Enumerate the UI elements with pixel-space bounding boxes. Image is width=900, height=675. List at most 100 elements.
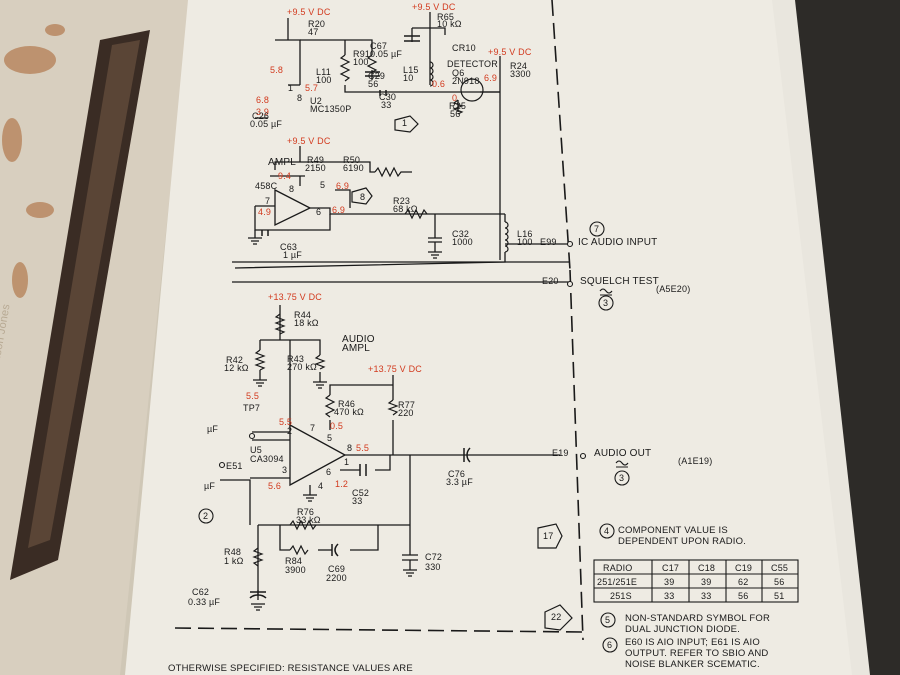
ic-audio-input-label: IC AUDIO INPUT [578,237,658,248]
c32-label: C32 [452,229,470,239]
c67-value: 0.05 µF [370,49,403,59]
note-4-line1: COMPONENT VALUE IS [618,525,728,536]
l15-value: 10 [403,73,414,83]
u5-pin-5: 5 [327,433,333,443]
voltage-1-2: 1.2 [335,479,349,489]
r49-label: R49 [307,155,325,165]
note-5-line1: NON-STANDARD SYMBOL FOR [625,613,770,624]
opamp-pin-6: 6 [316,207,322,217]
capacitor-symbols [249,35,471,599]
u5-pin-4: 4 [318,481,324,491]
ground-symbols [248,237,442,611]
audio-title-line2: AMPL [342,343,371,354]
voltage-6-9-top: 6.9 [484,73,498,83]
table-cell-r1-c4: 51 [774,591,785,601]
r84-label: R84 [285,556,303,566]
tp7-label: TP7 [243,403,261,413]
r77-label: R77 [398,400,416,410]
note-7-number: 7 [594,224,600,234]
r43-label: R43 [287,354,305,364]
note-4-line2: DEPENDENT UPON RADIO. [618,536,747,547]
note-4-number: 4 [604,526,610,536]
table-cell-r0-c2: 39 [701,577,712,587]
c52-value: 33 [352,496,363,506]
r91-value: 100 [353,57,369,67]
note-circles [198,221,630,653]
rust-stains [2,24,65,298]
c72-label: C72 [425,552,443,562]
u5-pin-3: 3 [282,465,288,475]
a5e20-label: (A5E20) [656,284,691,294]
u5-pin-6: 6 [326,467,332,477]
c62-value: 0.33 µF [188,597,221,607]
l16-label: L16 [517,229,533,239]
marker-22: 22 [551,612,562,622]
u-458c-label: 458C [255,181,278,191]
voltage-3-9: 3.9 [256,107,270,117]
c26-value: 0.05 µF [250,119,283,129]
r43-value: 270 kΩ [287,362,317,372]
opamp-pin-7: 7 [265,196,271,206]
note-6-line3: NOISE BLANKER SCEMATIC. [625,659,760,670]
c26-label: C26 [252,111,270,121]
r46-value: 470 kΩ [334,407,364,417]
r44-label: R44 [294,310,312,320]
voltage-6-9-mid-b: 6.9 [332,205,346,215]
l16-value: 100 [517,237,533,247]
note-3a-number: 3 [603,298,609,308]
e19-label: E19 [552,448,569,458]
supply-13v75-b: +13.75 V DC [368,364,422,374]
table-cell-r1-c3: 56 [738,591,749,601]
voltage-5-5-tp7: 5.5 [246,391,260,401]
c69-label: C69 [328,564,346,574]
r20-value: 47 [308,27,319,37]
c76-value: 3.3 µF [446,477,473,487]
c29-label: C29 [368,71,386,81]
note-5-number: 5 [605,615,611,625]
resistor-symbols [252,54,464,567]
c72-value: 330 [425,562,441,572]
u2-label: U2 [310,96,322,106]
supply-label-top-c: +9.5 V DC [488,47,532,57]
e20-label: E20 [542,276,559,286]
q6-value: 2N918 [452,76,480,86]
uf-label-b: µF [204,481,216,491]
table-cell-r1-c0: 251S [610,591,632,601]
voltage-4-9: 4.9 [258,207,272,217]
table-header-radio: RADIO [603,563,633,573]
u5-value: CA3094 [250,454,284,464]
supply-13v75-a: +13.75 V DC [268,292,322,302]
terminal-points [218,240,587,469]
r25-label: R25 [449,101,467,111]
cr10-label: CR10 [452,43,476,53]
table-cell-r1-c1: 33 [664,591,675,601]
supply-label-top-b: +9.5 V DC [412,2,456,12]
c62-label: C62 [192,587,210,597]
inductor-symbols [429,61,509,253]
note-6-line2: OUTPUT. REFER TO SBIO AND [625,648,769,659]
l11-value: 100 [316,75,332,85]
r48-label: R48 [224,547,242,557]
u5-pin-7: 7 [310,423,316,433]
r25-value: 56 [450,109,461,119]
note-6-number: 6 [607,640,613,650]
page-edge-right [770,0,870,675]
uf-label-a: µF [207,424,219,434]
r84-value: 3900 [285,565,306,575]
c63-label: C63 [280,242,298,252]
u5-label: U5 [250,445,262,455]
note-6-line1: E60 IS AIO INPUT; E61 IS AIO [625,637,760,648]
voltage-0-5: 0.5 [330,421,344,431]
table-header-c55: C55 [771,563,789,573]
marker-1: 1 [402,118,408,128]
r24-value: 3300 [510,69,531,79]
u5-pin-8: 8 [347,443,353,453]
coupling-symbols [599,288,629,468]
r91-label: R91 [353,49,371,59]
detector-label: DETECTOR [447,59,498,69]
a1e19-label: (A1E19) [678,456,713,466]
board-boundary-lower [569,269,584,641]
voltage-0-6: 0.6 [432,79,446,89]
r50-value: 6190 [343,163,364,173]
